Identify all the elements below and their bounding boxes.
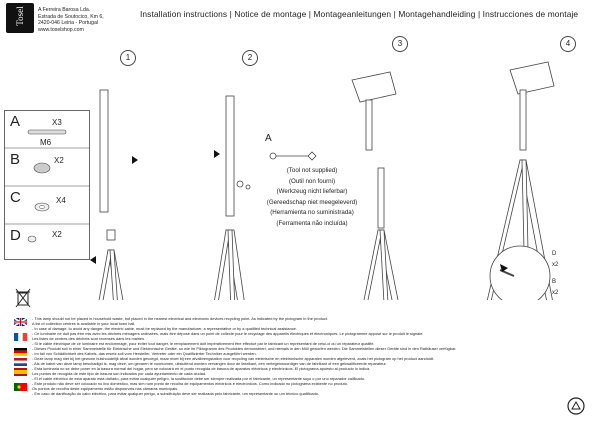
- tool-line: (Tool not supplied): [286, 167, 338, 174]
- lamp-shade-step4: [509, 61, 555, 95]
- part-label: B: [552, 279, 557, 285]
- part-qty: x2: [552, 262, 559, 268]
- part-label: D: [552, 251, 557, 257]
- arrow-icon: [90, 256, 96, 264]
- flag-fr-icon: [14, 333, 27, 341]
- parts-frame: [4, 110, 90, 260]
- company-line: A Ferreira Barosa Lda.: [38, 7, 91, 13]
- step3-pole: [377, 167, 385, 229]
- flag-uk-icon: [14, 318, 27, 326]
- disclaimer-line: - Ce luminaire ne doit pas être mis avec…: [32, 332, 424, 336]
- part-letter: D: [10, 227, 21, 244]
- arrow-icon: [214, 150, 220, 158]
- part-qty: X2: [52, 230, 62, 239]
- part-qty: X2: [54, 156, 64, 165]
- step-number: 2: [242, 50, 258, 66]
- part-letter: C: [10, 189, 21, 206]
- disclaimer-line: Os pontos de recolha deste equipamento e…: [32, 387, 179, 391]
- tool-line: (Ferramenta não incluída): [276, 219, 348, 227]
- disclaimer-line: - Este produto não deve ser colocado no …: [32, 382, 348, 386]
- arrow-icon: [500, 264, 508, 272]
- bolt-icon: [27, 129, 67, 135]
- part-label: M6: [40, 138, 52, 147]
- disclaimer-line: - Dieses Produkt soll in einer Sammelste…: [32, 347, 457, 351]
- part-letter: A: [10, 113, 21, 130]
- brand-logo: Tosel: [6, 3, 34, 33]
- step-number: 3: [392, 36, 408, 52]
- disclaimer-line: - Si le câble électrique de ce luminaire…: [32, 342, 375, 346]
- callout-letter: A: [265, 133, 272, 144]
- page-title: Installation instructions | Notice de mo…: [140, 9, 579, 19]
- disclaimer-line: - This lamp should not be placed in hous…: [32, 317, 329, 321]
- disclaimer-line: - Deze lamp mag niet bij het gewone huis…: [32, 357, 435, 361]
- lamp-shade: [351, 71, 397, 103]
- step2-pole: [225, 95, 235, 217]
- flag-pt-icon: [14, 383, 27, 391]
- part-letter: B: [10, 151, 21, 168]
- tool-line: (Werkzeug nicht lieferbar): [276, 188, 348, 196]
- parts-list: A X3 M6 B X2 C X4 D X2: [4, 110, 90, 260]
- part-qty: x2: [552, 290, 559, 296]
- assembly-illustration: [90, 61, 555, 300]
- tool-line: (Herramienta no suministrada): [270, 209, 354, 217]
- disclaimer-line: - Em caso de danificação do cabo eléctri…: [32, 392, 319, 396]
- knob-icon: [33, 162, 51, 174]
- detail-zoom-circle: [489, 245, 551, 300]
- tool-line: (Gereedschap niet meegeleverd): [266, 198, 358, 206]
- logo-text: Tosel: [15, 6, 25, 26]
- disclaimer-line: Les listes de centres des déchets sont r…: [32, 337, 146, 341]
- wrench-icon: [276, 151, 317, 161]
- company-line: 2420-046 Leiria - Portugal: [38, 20, 98, 27]
- nut-icon: [27, 235, 37, 243]
- disclaimer-line: - El el cable eléctrico de esta aparato …: [32, 377, 366, 381]
- disclaimer-line: - In case of damage, to avoid any danger…: [32, 327, 297, 331]
- disclaimer-line: - Im fall von Schädlichkeit des Kabels, …: [32, 352, 257, 356]
- flag-es-icon: [14, 368, 27, 376]
- step-number: 1: [120, 50, 136, 66]
- flag-nl-icon: [14, 358, 27, 366]
- company-line: Estrada de Soutocico, Km 6,: [38, 13, 104, 20]
- step-number: 4: [560, 36, 576, 52]
- weee-bin-icon: [15, 288, 31, 308]
- disclaimer: - This lamp should not be placed in hous…: [14, 317, 580, 397]
- company-address: A Ferreira Barosa Lda. Estrada de Soutoc…: [38, 7, 104, 33]
- recycle-icon: [567, 397, 585, 415]
- disclaimer-line: - Esta luminaria no se debe poner en la …: [32, 367, 371, 371]
- flag-de-icon: [14, 348, 27, 356]
- disclaimer-line: A list of collection centres is availabl…: [32, 322, 136, 326]
- disclaimer-line: - Als de kabel van deze lamp beschadigd …: [32, 362, 387, 366]
- company-line: www.toselshop.com: [38, 26, 84, 33]
- part-qty: X3: [52, 118, 62, 127]
- part-qty: X4: [56, 196, 66, 205]
- tool-line: (Outil non fourni): [288, 177, 336, 185]
- screw-icon: [236, 180, 244, 188]
- tool-note: (Tool not supplied) (Outil non fourni) (…: [262, 166, 362, 230]
- disclaimer-line: Los puntos de recogida de este tipo de b…: [32, 372, 207, 376]
- arrow-icon: [132, 156, 138, 164]
- step1-pole-upper: [99, 89, 109, 213]
